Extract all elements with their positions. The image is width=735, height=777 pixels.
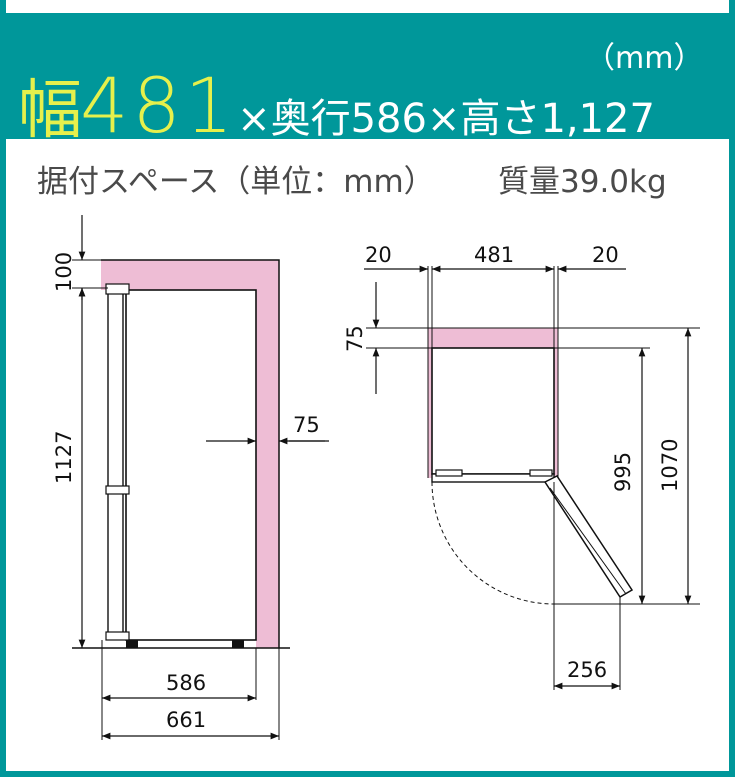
dim-depth: 586 bbox=[166, 671, 206, 695]
door-hinge-left bbox=[435, 469, 463, 477]
side-clearance-outline bbox=[101, 259, 280, 648]
dim-height: 1127 bbox=[52, 431, 76, 484]
fridge-top-body bbox=[431, 347, 555, 475]
dim-width: 481 bbox=[474, 243, 514, 267]
dim-depth-door-closed: 995 bbox=[611, 452, 635, 492]
top-clearance-area bbox=[428, 328, 558, 478]
dim-depth-door-open: 1070 bbox=[658, 439, 682, 492]
mass-label: 質量39.0kg bbox=[498, 164, 667, 200]
fridge-top-open-door bbox=[543, 475, 634, 599]
unit-label: （mm） bbox=[585, 41, 704, 76]
dim-door-swing: 256 bbox=[567, 658, 607, 682]
side-clearance-area bbox=[101, 260, 279, 648]
dimensions-title: 幅481×奥行586×高さ1,127 bbox=[18, 59, 655, 151]
rear-foot bbox=[232, 640, 244, 648]
door-hinge-top bbox=[105, 283, 130, 295]
dim-left-clearance: 20 bbox=[365, 243, 392, 267]
dim-back-clearance-top: 75 bbox=[343, 325, 367, 352]
top-view: 20 481 20 75 995 1070 256 bbox=[343, 243, 700, 690]
dim-total-depth: 661 bbox=[166, 708, 206, 732]
door-hinge-bottom bbox=[105, 631, 130, 641]
width-value: 481 bbox=[80, 61, 238, 150]
depth-height-text: ×奥行586×高さ1,127 bbox=[237, 96, 655, 142]
front-foot bbox=[126, 640, 138, 648]
door-hinge-right bbox=[529, 469, 553, 477]
dim-right-clearance: 20 bbox=[592, 243, 619, 267]
width-label: 幅 bbox=[18, 74, 82, 148]
install-space-label: 据付スペース（単位：mm） bbox=[37, 164, 435, 200]
door-hinge-mid bbox=[105, 485, 130, 495]
dim-top-clearance: 100 bbox=[52, 252, 76, 292]
side-view: 100 1127 75 586 661 bbox=[52, 215, 329, 740]
dim-back-clearance: 75 bbox=[293, 413, 320, 437]
fridge-side-body bbox=[125, 289, 257, 641]
title-banner: （mm） 幅481×奥行586×高さ1,127 bbox=[0, 13, 735, 150]
